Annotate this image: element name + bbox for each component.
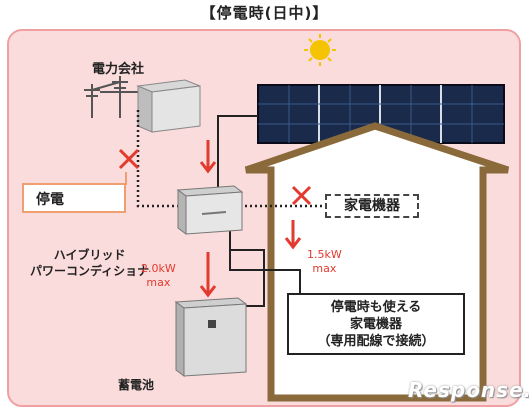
flow-arrow-inverter-to-battery — [199, 252, 217, 298]
flow-arrow-panel-to-inverter — [199, 140, 217, 174]
battery-label: 蓄電池 — [118, 378, 155, 392]
battery-output-label: 2.0kW max — [141, 262, 176, 290]
house-output-label: 1.5kW max — [307, 248, 342, 276]
battery-icon — [174, 297, 248, 377]
power-company-label: 電力会社 — [92, 62, 145, 77]
battery-wire — [230, 249, 265, 307]
cross-mark-appliance-icon — [291, 185, 312, 206]
battery-output-max: max — [146, 276, 171, 289]
battery-output-value: 2.0kW — [141, 262, 176, 275]
transformer-box-icon — [136, 79, 201, 133]
house-outline — [244, 122, 510, 402]
usable-line2: 家電機器 — [349, 317, 402, 332]
usable-line3: （専用配線で接続） — [317, 334, 435, 349]
grid-wire — [136, 110, 182, 208]
usable-line1: 停電時も使える — [330, 300, 422, 315]
house-output-value: 1.5kW — [307, 248, 342, 261]
inverter-label: ハイブリッド パワーコンディショナ — [30, 247, 149, 279]
cross-mark-grid-icon — [118, 148, 140, 170]
inverter-icon — [176, 185, 244, 235]
house-output-max: max — [312, 262, 337, 275]
appliances-box: 家電機器 — [325, 194, 419, 218]
inverter-label-line2: パワーコンディショナ — [30, 264, 150, 278]
inverter-label-line1: ハイブリッド — [53, 248, 126, 262]
sun-icon — [304, 34, 336, 66]
outage-callout: 停電 — [22, 183, 126, 213]
usable-appliances-box: 停電時も使える 家電機器 （専用配線で接続） — [287, 293, 465, 355]
flow-arrow-into-house — [284, 220, 302, 250]
panel-wire — [217, 115, 258, 190]
page-title: 【停電時(日中)】 — [200, 4, 329, 22]
watermark-logo: Response. — [408, 378, 529, 402]
